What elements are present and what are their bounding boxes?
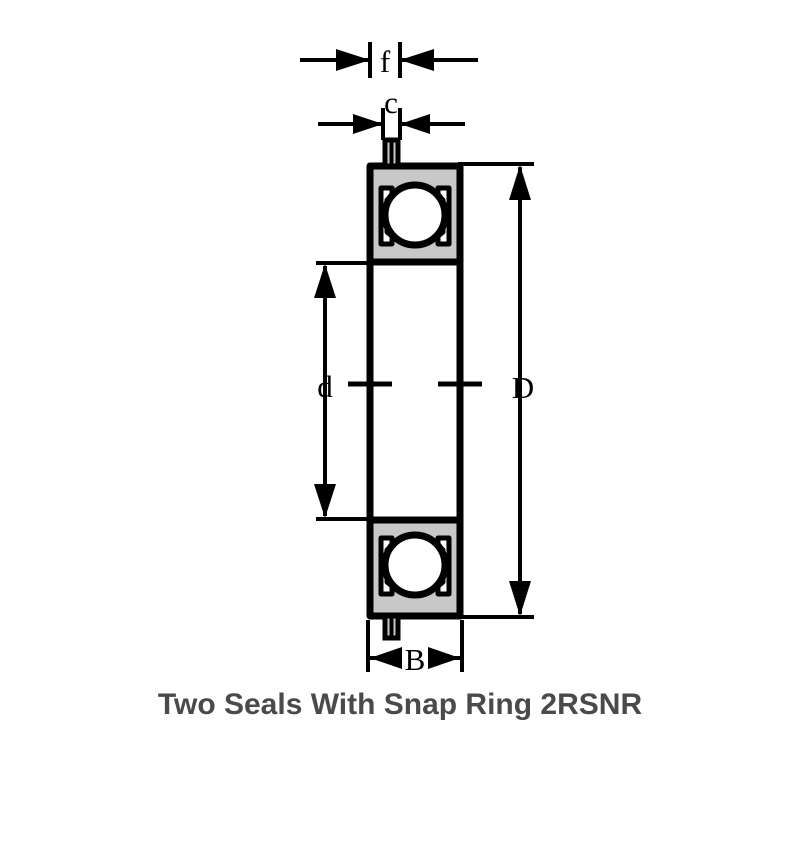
bearing-lower-race <box>366 516 464 641</box>
dimension-D-arrow-top <box>509 165 531 200</box>
dimension-B-arrow-left <box>370 647 402 669</box>
bearing-bore-walls <box>366 262 464 520</box>
dimension-c-arrow-right <box>400 114 430 134</box>
dimension-c-arrow-left <box>353 114 383 134</box>
dimension-d-arrow-top <box>314 264 336 298</box>
bearing-body <box>366 137 464 641</box>
dimension-B-arrow-right <box>428 647 460 669</box>
dimension-f: f <box>300 42 478 79</box>
figure-caption: Two Seals With Snap Ring 2RSNR <box>158 688 643 721</box>
dimension-D: D <box>458 162 534 619</box>
dimension-c: c <box>318 85 465 140</box>
upper-ball <box>381 181 449 249</box>
dimension-d-label: d <box>317 369 333 404</box>
dimension-D-arrow-bottom <box>509 581 531 616</box>
dimension-f-label: f <box>380 44 391 79</box>
lower-ball <box>381 531 449 599</box>
dimension-f-arrow-left <box>336 49 370 71</box>
dimension-B-label: B <box>405 642 426 677</box>
dimension-d: d <box>314 261 372 521</box>
dimension-c-label: c <box>384 85 398 120</box>
dimension-f-arrow-right <box>400 49 434 71</box>
dimension-D-label: D <box>512 370 534 405</box>
dimension-d-arrow-bottom <box>314 484 336 518</box>
dimension-B: B <box>366 620 464 677</box>
